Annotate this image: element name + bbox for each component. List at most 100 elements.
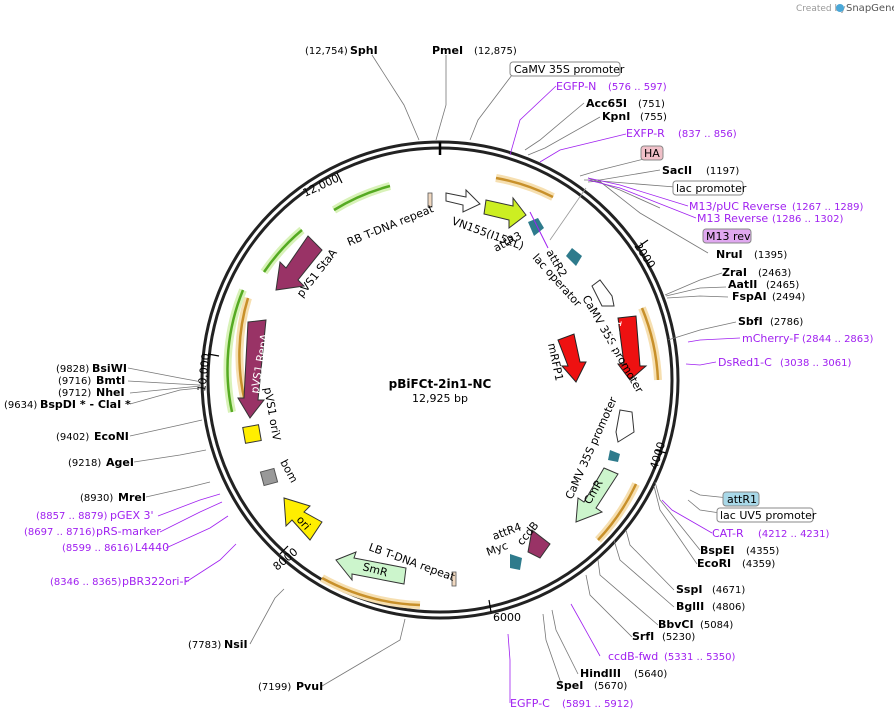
pvs1-repa-arrow <box>237 319 267 419</box>
bsiwi-label: BsiWI <box>92 362 127 375</box>
nsii-pos: (7783) <box>188 640 221 651</box>
pvs1-oriv-mark <box>242 424 262 444</box>
sspi-label: SspI <box>676 583 702 596</box>
pmei-label: PmeI <box>432 44 463 57</box>
ori-arrow <box>283 497 323 541</box>
nrui-label: NruI <box>716 248 743 261</box>
dsred1-c-pos: (3038 .. 3061) <box>780 358 852 369</box>
zrai-pos: (2463) <box>758 268 791 279</box>
leader-lines <box>127 54 749 703</box>
clai-label: BspDI * - ClaI * <box>40 398 131 411</box>
tick-6000: 6000 <box>493 611 521 624</box>
hindiii-label: HindIII <box>580 667 621 680</box>
acc65i-pos: (751) <box>638 99 665 110</box>
bbvci-label: BbvCI <box>658 618 694 631</box>
camv-promoter-arrow-1 <box>445 188 481 213</box>
ha-label: HA <box>644 147 660 160</box>
l4440-label: L4440 <box>135 541 169 554</box>
camv-promoter-arrow-3 <box>615 409 635 443</box>
spei-label: SpeI <box>556 679 583 692</box>
exfp-r-pos: (837 .. 856) <box>678 129 737 140</box>
tick-10000: 10,000 <box>195 353 213 393</box>
m13-reverse-pos: (1286 .. 1302) <box>772 214 844 225</box>
kpni-pos: (755) <box>640 112 667 123</box>
pvs1-staa-arrow <box>275 235 323 291</box>
pbr322ori-f-pos: (8346 .. 8365) <box>50 577 122 588</box>
pbr322ori-f-label: pBR322ori-F <box>122 575 190 588</box>
sphi-pos: (12,754) <box>305 46 348 57</box>
ecori-pos: (4359) <box>742 559 775 570</box>
camv-promoter-arrow-2 <box>591 279 615 307</box>
lb-repeat-mark <box>451 571 457 587</box>
feature-arrows <box>237 187 648 587</box>
m13-puc-reverse-label: M13/pUC Reverse <box>689 200 787 213</box>
l4440-pos: (8599 .. 8616) <box>62 543 134 554</box>
camv-top-box <box>509 61 621 77</box>
hindiii-pos: (5640) <box>634 669 667 680</box>
camv-top-label: CaMV 35S promoter <box>514 63 625 76</box>
lac-uv5-box <box>716 507 814 523</box>
smr-arrow <box>335 551 407 585</box>
lac-uv5-label: lac UV5 promoter <box>720 509 817 522</box>
agei-label: AgeI <box>106 456 134 469</box>
plasmid-size: 12,925 bp <box>412 392 468 405</box>
primer-sites-top <box>529 211 549 249</box>
snapgene-logo-icon <box>836 4 844 12</box>
cat-r-label: CAT-R <box>712 527 744 540</box>
ha-box <box>640 145 664 161</box>
kpni-label: KpnI <box>602 110 630 123</box>
aatii-label: AatII <box>728 278 757 291</box>
sphi-label: SphI <box>350 44 378 57</box>
attr3-arrow <box>528 218 544 236</box>
mcherry-f-pos: (2844 .. 2863) <box>802 334 874 345</box>
srfi-label: SrfI <box>632 630 654 643</box>
bspei-pos: (4355) <box>746 546 779 557</box>
spei-pos: (5670) <box>594 681 627 692</box>
bom-mark <box>259 467 279 487</box>
fspai-label: FspAI <box>732 290 767 303</box>
plasmid-name: pBiFCt-2in1-NC <box>389 377 492 391</box>
cmr-arrow <box>575 467 619 523</box>
nsii-label: NsiI <box>224 638 248 651</box>
vn155-arrow <box>483 196 527 230</box>
nrui-pos: (1395) <box>754 250 787 261</box>
fspai-pos: (2494) <box>772 292 805 303</box>
ecori-label: EcoRI <box>697 557 731 570</box>
nhei-label: NheI <box>96 386 125 399</box>
sbfi-label: SbfI <box>738 315 763 328</box>
pgex3-label: pGEX 3' <box>110 509 154 522</box>
sbfi-pos: (2786) <box>770 317 803 328</box>
prs-marker-pos: (8697 .. 8716) <box>24 527 96 538</box>
bspei-label: BspEI <box>700 544 734 557</box>
clai-pos: (9634) <box>4 400 37 411</box>
m13-rev-box <box>702 228 752 244</box>
attr4-arrow <box>510 554 522 570</box>
bglii-label: BglII <box>676 600 704 613</box>
lac-promoter-box <box>672 180 744 196</box>
econi-pos: (9402) <box>56 432 89 443</box>
m13-rev-label: M13 rev <box>706 230 751 243</box>
mrfp1-arrow-2 <box>557 333 587 383</box>
snapgene-brand: SnapGene <box>846 3 894 14</box>
attr1-label: attR1 <box>727 493 757 506</box>
m13-reverse-label: M13 Reverse <box>697 212 768 225</box>
egfp-c-label: EGFP-C <box>510 697 550 710</box>
tick-12000: 12,000 <box>301 172 341 200</box>
bmti-pos: (9716) <box>58 376 91 387</box>
bmti-label: BmtI <box>96 374 125 387</box>
backbone <box>200 140 680 620</box>
nhei-pos: (9712) <box>58 388 91 399</box>
bom-label: bom <box>277 457 300 485</box>
egfp-c-pos: (5891 .. 5912) <box>562 699 634 710</box>
egfp-n-label: EGFP-N <box>556 80 596 93</box>
agei-pos: (9218) <box>68 458 101 469</box>
egfp-n-pos: (576 .. 597) <box>608 82 667 93</box>
srfi-pos: (5230) <box>662 632 695 643</box>
mrei-label: MreI <box>118 491 146 504</box>
pvui-pos: (7199) <box>258 682 291 693</box>
created-by-label: Created by <box>796 4 846 14</box>
aatii-pos: (2465) <box>766 280 799 291</box>
sspi-pos: (4671) <box>712 585 745 596</box>
pmei-pos: (12,875) <box>474 46 517 57</box>
attr1-box <box>722 491 760 507</box>
